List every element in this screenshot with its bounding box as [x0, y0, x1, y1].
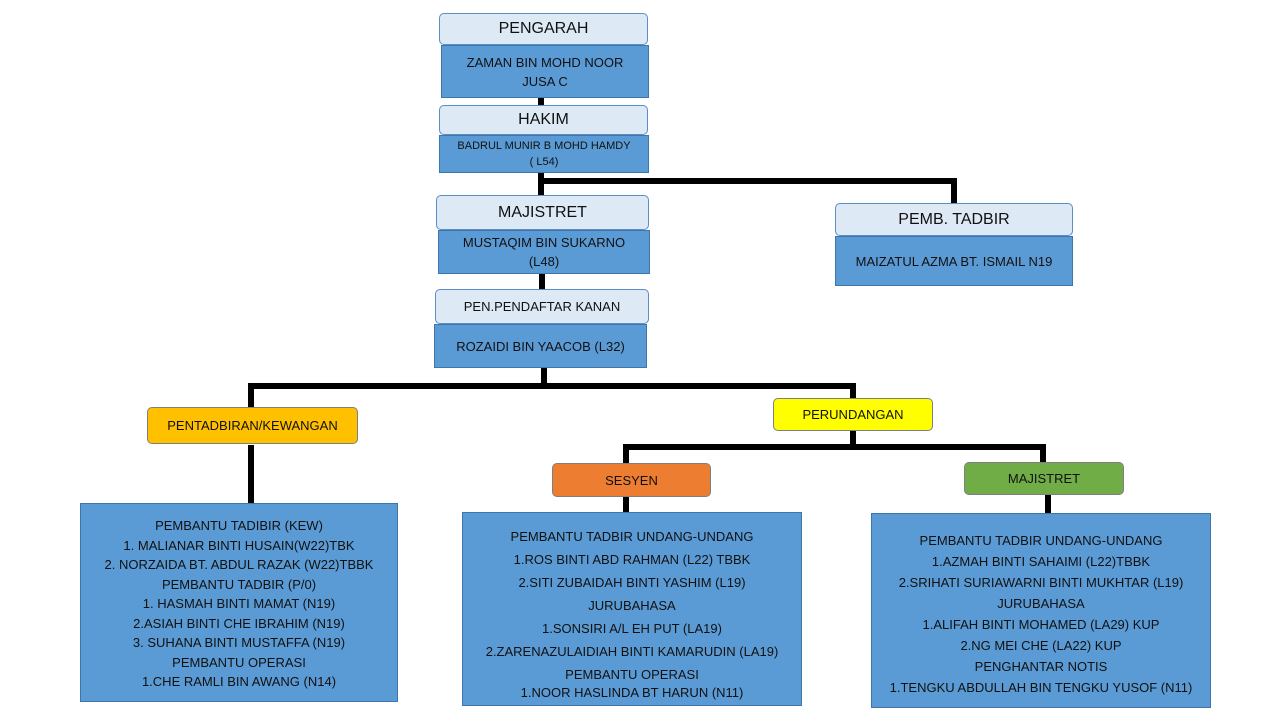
unit-pentadbiran-label: PENTADBIRAN/KEWANGAN — [147, 407, 358, 444]
hakim-name-box: BADRUL MUNIR B MOHD HAMDY ( L54) — [439, 135, 649, 173]
staff-panel-majistret: PEMBANTU TADBIR UNDANG-UNDANG 1.AZMAH BI… — [871, 513, 1211, 708]
pemb-tadbir-title: PEMB. TADBIR — [898, 210, 1010, 228]
staff-line: 1. MALIANAR BINTI HUSAIN(W22)TBK — [123, 537, 355, 553]
pen-pendaftar-name-box: ROZAIDI BIN YAACOB (L32) — [434, 324, 647, 368]
staff-line: 2.SRIHATI SURIAWARNI BINTI MUKHTAR (L19) — [898, 575, 1184, 590]
connector-line — [623, 430, 856, 465]
staff-line: 1.ROS BINTI ABD RAHMAN (L22) TBBK — [513, 552, 751, 567]
hakim-title: HAKIM — [518, 111, 569, 128]
hakim-name: BADRUL MUNIR B MOHD HAMDY — [457, 140, 631, 152]
staff-line: PEMBANTU TADIBIR (KEW) — [155, 518, 323, 533]
pemb-tadbir-name: MAIZATUL AZMA BT. ISMAIL N19 — [855, 253, 1053, 269]
majistret-name-box: MUSTAQIM BIN SUKARNO (L48) — [438, 230, 650, 274]
majistret-name: MUSTAQIM BIN SUKARNO — [462, 235, 626, 250]
staff-line: PEMBANTU OPERASI — [172, 654, 306, 670]
staff-line: PEMBANTU TADBIR (P/0) — [161, 576, 317, 592]
staff-line: PEMBANTU TADBIR UNDANG-UNDANG — [919, 533, 1163, 548]
staff-line: PEMBANTU OPERASI — [565, 667, 699, 682]
pengarah-title: PENGARAH — [498, 20, 589, 37]
staff-line: PEMBANTU TADBIR UNDANG-UNDANG — [510, 529, 754, 544]
staff-line: 2. NORZAIDA BT. ABDUL RAZAK (W22)TBBK — [104, 557, 374, 572]
hakim-grade: ( L54) — [529, 156, 559, 168]
staff-line: 1.CHE RAMLI BIN AWANG (N14) — [141, 674, 337, 689]
pen-pendaftar-title-box: PEN.PENDAFTAR KANAN — [435, 289, 649, 324]
pen-pendaftar-title: PEN.PENDAFTAR KANAN — [463, 299, 621, 314]
connector-line — [248, 383, 856, 409]
majistret-title-box: MAJISTRET — [436, 195, 649, 230]
staff-panel-sesyen: PEMBANTU TADBIR UNDANG-UNDANG 1.ROS BINT… — [462, 512, 802, 706]
unit-sesyen-label: SESYEN — [552, 463, 711, 497]
pemb-tadbir-name-box: MAIZATUL AZMA BT. ISMAIL N19 — [835, 236, 1073, 286]
pengarah-name-box: ZAMAN BIN MOHD NOOR JUSA C — [441, 45, 649, 98]
pemb-tadbir-title-box: PEMB. TADBIR — [835, 203, 1073, 236]
staff-line: 2.NG MEI CHE (LA22) KUP — [960, 638, 1122, 653]
staff-line: 3. SUHANA BINTI MUSTAFFA (N19) — [132, 635, 346, 650]
staff-line: 1.SONSIRI A/L EH PUT (LA19) — [542, 621, 722, 636]
staff-line: 2.ZARENAZULAIDIAH BINTI KAMARUDIN (LA19) — [485, 644, 779, 659]
staff-line: JURUBAHASA — [588, 598, 676, 613]
hakim-title-box: HAKIM — [439, 105, 648, 135]
pen-pendaftar-name: ROZAIDI BIN YAACOB (L32) — [456, 338, 625, 354]
unit-perundangan-label: PERUNDANGAN — [773, 398, 933, 431]
connector-line — [853, 444, 1046, 464]
staff-line: 2.SITI ZUBAIDAH BINTI YASHIM (L19) — [518, 575, 746, 590]
staff-line: 1.TENGKU ABDULLAH BIN TENGKU YUSOF (N11) — [889, 680, 1193, 695]
majistret-grade: (L48) — [528, 254, 560, 269]
staff-panel-pentadbiran: PEMBANTU TADIBIR (KEW) 1. MALIANAR BINTI… — [80, 503, 398, 702]
staff-line: 1.ALIFAH BINTI MOHAMED (LA29) KUP — [922, 617, 1160, 632]
staff-line: 2.ASIAH BINTI CHE IBRAHIM (N19) — [133, 615, 345, 631]
staff-line: 1. HASMAH BINTI MAMAT (N19) — [142, 596, 336, 611]
staff-line: PENGHANTAR NOTIS — [974, 659, 1108, 674]
pengarah-grade: JUSA C — [522, 73, 568, 89]
staff-line: 1.AZMAH BINTI SAHAIMI (L22)TBBK — [931, 554, 1151, 569]
staff-line: JURUBAHASA — [997, 596, 1085, 611]
pengarah-name: ZAMAN BIN MOHD NOOR — [466, 54, 624, 70]
majistret-title: MAJISTRET — [498, 203, 587, 221]
pengarah-title-box: PENGARAH — [439, 13, 648, 45]
unit-majistret-label: MAJISTRET — [964, 462, 1124, 495]
connector-line — [541, 178, 957, 206]
staff-line: 1.NOOR HASLINDA BT HARUN (N11) — [520, 685, 744, 700]
